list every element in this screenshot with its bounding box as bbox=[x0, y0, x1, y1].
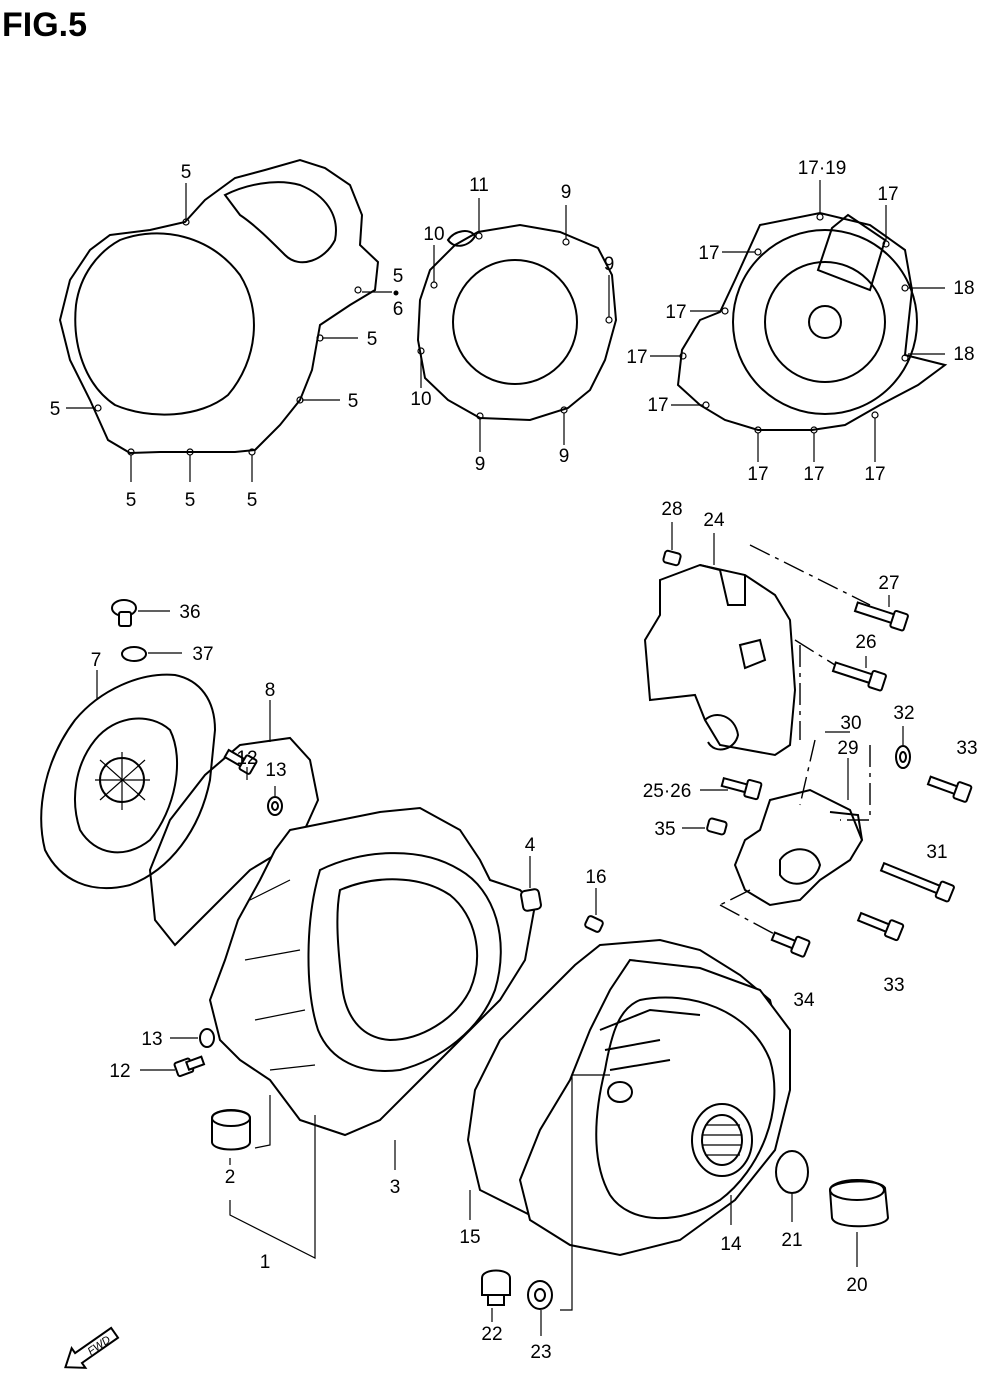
clutch-cover-gasket bbox=[58, 158, 399, 456]
generator-cover-parts bbox=[466, 915, 890, 1310]
label-9: 9 bbox=[604, 254, 615, 275]
label-36: 36 bbox=[179, 602, 200, 623]
left-leaders bbox=[96, 610, 597, 1259]
label-21: 21 bbox=[781, 1230, 802, 1251]
label-5: 5 bbox=[50, 399, 61, 420]
label-5: 5 bbox=[393, 266, 404, 287]
label-18: 18 bbox=[953, 344, 974, 365]
label-32: 32 bbox=[893, 703, 914, 724]
label-20: 20 bbox=[846, 1275, 867, 1296]
label-2: 2 bbox=[225, 1167, 236, 1188]
label-13: 13 bbox=[141, 1029, 162, 1050]
label-1: 1 bbox=[260, 1252, 271, 1273]
label-33: 33 bbox=[883, 975, 904, 996]
label-17: 17 bbox=[864, 464, 885, 485]
label-18: 18 bbox=[953, 278, 974, 299]
starter-cover-parts bbox=[643, 544, 973, 958]
label-5: 5 bbox=[367, 329, 378, 350]
gasket-leaders bbox=[420, 198, 610, 452]
generator-cover-gasket bbox=[676, 211, 948, 434]
round-cover-gasket bbox=[416, 223, 618, 422]
label-7: 7 bbox=[91, 650, 102, 671]
label-17: 17 bbox=[803, 464, 824, 485]
label-15: 15 bbox=[459, 1227, 480, 1248]
label-12: 12 bbox=[109, 1061, 130, 1082]
label-23: 23 bbox=[530, 1342, 551, 1363]
gasket-leaders bbox=[650, 180, 945, 462]
label-10: 10 bbox=[410, 389, 431, 410]
forward-direction-arrow-icon: FWD bbox=[64, 1326, 120, 1369]
label-34: 34 bbox=[793, 990, 815, 1011]
label-4: 4 bbox=[525, 835, 536, 856]
label-17: 17 bbox=[647, 395, 668, 416]
label-9: 9 bbox=[561, 182, 572, 203]
label-24: 24 bbox=[703, 510, 725, 531]
label-9: 9 bbox=[475, 454, 486, 475]
gasket-leaders bbox=[66, 183, 392, 482]
label-13: 13 bbox=[265, 760, 286, 781]
label-30: 30 bbox=[840, 713, 861, 734]
bottom-right-leaders bbox=[469, 1074, 858, 1336]
label-37: 37 bbox=[192, 644, 213, 665]
label-10: 10 bbox=[423, 224, 444, 245]
label-17: 17 bbox=[698, 243, 719, 264]
label-17: 17 bbox=[877, 184, 898, 205]
label-33: 33 bbox=[956, 738, 977, 759]
label-9: 9 bbox=[559, 446, 570, 467]
label-22: 22 bbox=[481, 1324, 502, 1345]
label-25-26: 25·26 bbox=[643, 781, 692, 802]
upper-right-leaders bbox=[671, 522, 904, 829]
label-5: 5 bbox=[247, 490, 258, 511]
label-6: 6 bbox=[393, 299, 404, 320]
label-14: 14 bbox=[720, 1234, 742, 1255]
label-26: 26 bbox=[855, 632, 876, 653]
label-27: 27 bbox=[878, 573, 899, 594]
label-17: 17 bbox=[747, 464, 768, 485]
label-5: 5 bbox=[348, 391, 359, 412]
label-17: 17 bbox=[626, 347, 647, 368]
label-3: 3 bbox=[390, 1177, 401, 1198]
label-11: 11 bbox=[469, 175, 489, 196]
label-16: 16 bbox=[585, 867, 606, 888]
label-29: 29 bbox=[837, 738, 858, 759]
label-5: 5 bbox=[185, 490, 196, 511]
label-35: 35 bbox=[654, 819, 675, 840]
label-12: 12 bbox=[236, 748, 257, 769]
label-5: 5 bbox=[181, 162, 192, 183]
label-5: 5 bbox=[126, 490, 137, 511]
label-17-19: 17·19 bbox=[798, 158, 847, 179]
label-8: 8 bbox=[265, 680, 276, 701]
clutch-cover-parts bbox=[40, 599, 542, 1151]
figure-title: FIG.5 bbox=[2, 6, 87, 44]
label-28: 28 bbox=[661, 499, 682, 520]
label-17: 17 bbox=[665, 302, 686, 323]
label-31: 31 bbox=[926, 842, 947, 863]
